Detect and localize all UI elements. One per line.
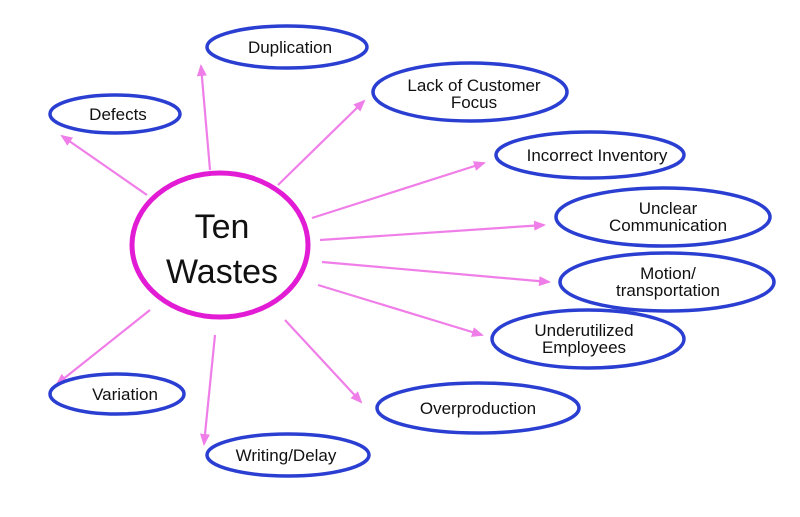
arrow-motion-transportation: [321, 260, 551, 287]
node-writing-delay: Writing/Delay: [205, 432, 371, 478]
node-label-line1: Underutilized: [534, 321, 633, 340]
node-label: Variation: [92, 385, 158, 404]
node-motion-transportation: Motion/ transportation: [558, 251, 776, 313]
node-label-line2: Communication: [609, 216, 727, 235]
node-label: Writing/Delay: [236, 446, 337, 465]
center-title-line1: Ten: [195, 208, 250, 246]
node-unclear-communication: Unclear Communication: [554, 186, 772, 248]
arrow-unclear-communication: [319, 220, 546, 242]
node-label: Defects: [89, 105, 147, 124]
center-title-line2: Wastes: [166, 253, 278, 291]
arrow-overproduction: [284, 319, 363, 404]
node-label: Overproduction: [420, 399, 536, 418]
arrow-writing-delay: [200, 334, 217, 446]
center-node: Ten Wastes: [129, 170, 311, 320]
node-variation: Variation: [48, 372, 186, 416]
center-outline: [129, 170, 311, 320]
arrow-duplication: [196, 64, 212, 171]
arrow-lack-of-customer-focus: [277, 99, 366, 186]
arrow-incorrect-inventory: [311, 161, 486, 220]
node-label: Incorrect Inventory: [527, 146, 668, 165]
node-label-line1: Unclear: [639, 199, 698, 218]
node-label-line2: transportation: [616, 281, 720, 300]
node-underutilized-employees: Underutilized Employees: [490, 308, 686, 370]
node-label-line2: Focus: [451, 93, 497, 112]
node-incorrect-inventory: Incorrect Inventory: [494, 130, 686, 180]
arrow-underutilized-employees: [317, 283, 484, 337]
arrow-defects: [60, 134, 148, 196]
node-lack-of-customer-focus: Lack of Customer Focus: [371, 61, 569, 123]
arrows: [55, 64, 551, 446]
node-duplication: Duplication: [205, 24, 369, 70]
arrow-variation: [55, 309, 151, 386]
node-defects: Defects: [48, 93, 182, 135]
node-label-line1: Lack of Customer: [407, 76, 541, 95]
node-overproduction: Overproduction: [375, 381, 581, 435]
node-label-line1: Motion/: [640, 264, 696, 283]
node-label: Duplication: [248, 38, 332, 57]
node-label-line2: Employees: [542, 338, 626, 357]
